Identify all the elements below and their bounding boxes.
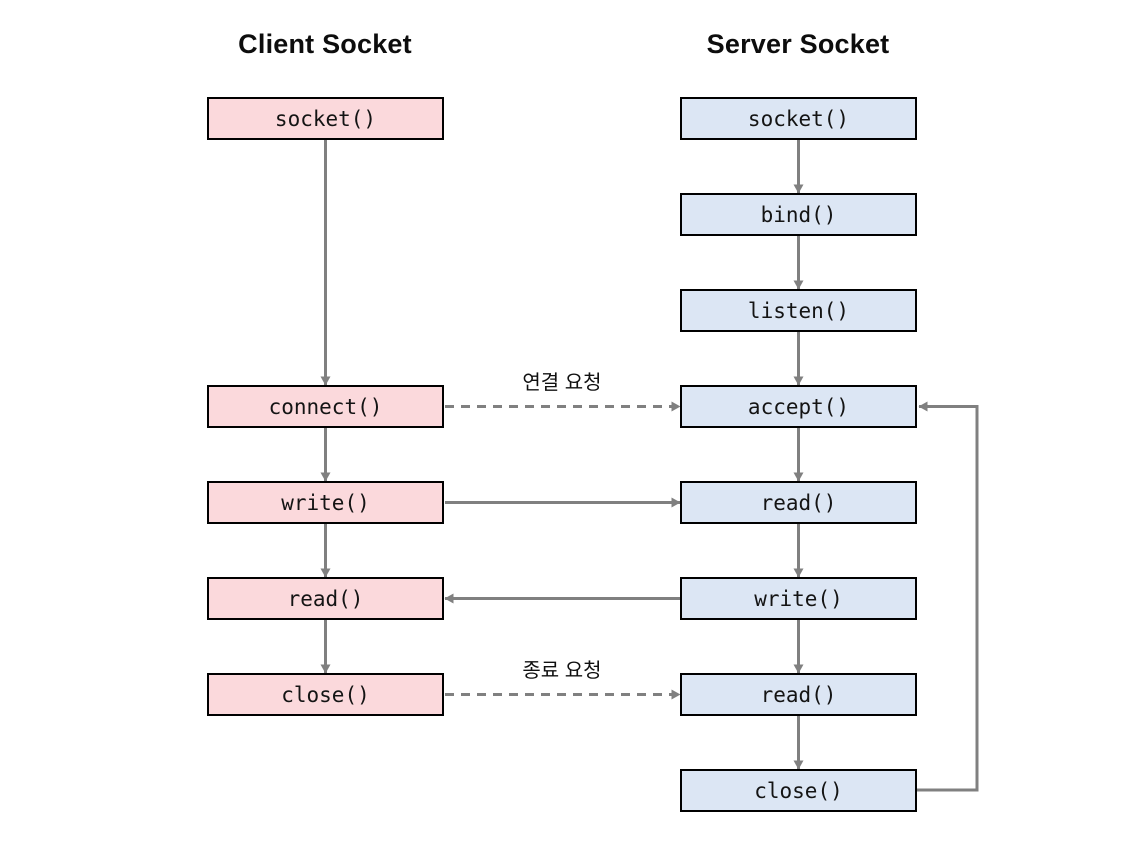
server-column-title: Server Socket (706, 29, 890, 59)
node-client-socket[interactable]: socket() (207, 97, 444, 140)
edge-close-loop-to-accept (917, 401, 979, 792)
node-server-bind[interactable]: bind() (680, 193, 917, 236)
node-client-close[interactable]: close() (207, 673, 444, 716)
edge-label-connect-request: 연결 요청 (522, 372, 602, 394)
node-client-connect[interactable]: connect() (207, 385, 444, 428)
node-server-listen[interactable]: listen() (680, 289, 917, 332)
node-server-write[interactable]: write() (680, 577, 917, 620)
node-client-read[interactable]: read() (207, 577, 444, 620)
client-column-title: Client Socket (238, 29, 412, 59)
node-server-close[interactable]: close() (680, 769, 917, 812)
node-server-socket[interactable]: socket() (680, 97, 917, 140)
node-server-accept[interactable]: accept() (680, 385, 917, 428)
node-client-write[interactable]: write() (207, 481, 444, 524)
node-server-read-first[interactable]: read() (680, 481, 917, 524)
edge-label-close-request: 종료 요청 (522, 660, 602, 682)
node-server-read-second[interactable]: read() (680, 673, 917, 716)
